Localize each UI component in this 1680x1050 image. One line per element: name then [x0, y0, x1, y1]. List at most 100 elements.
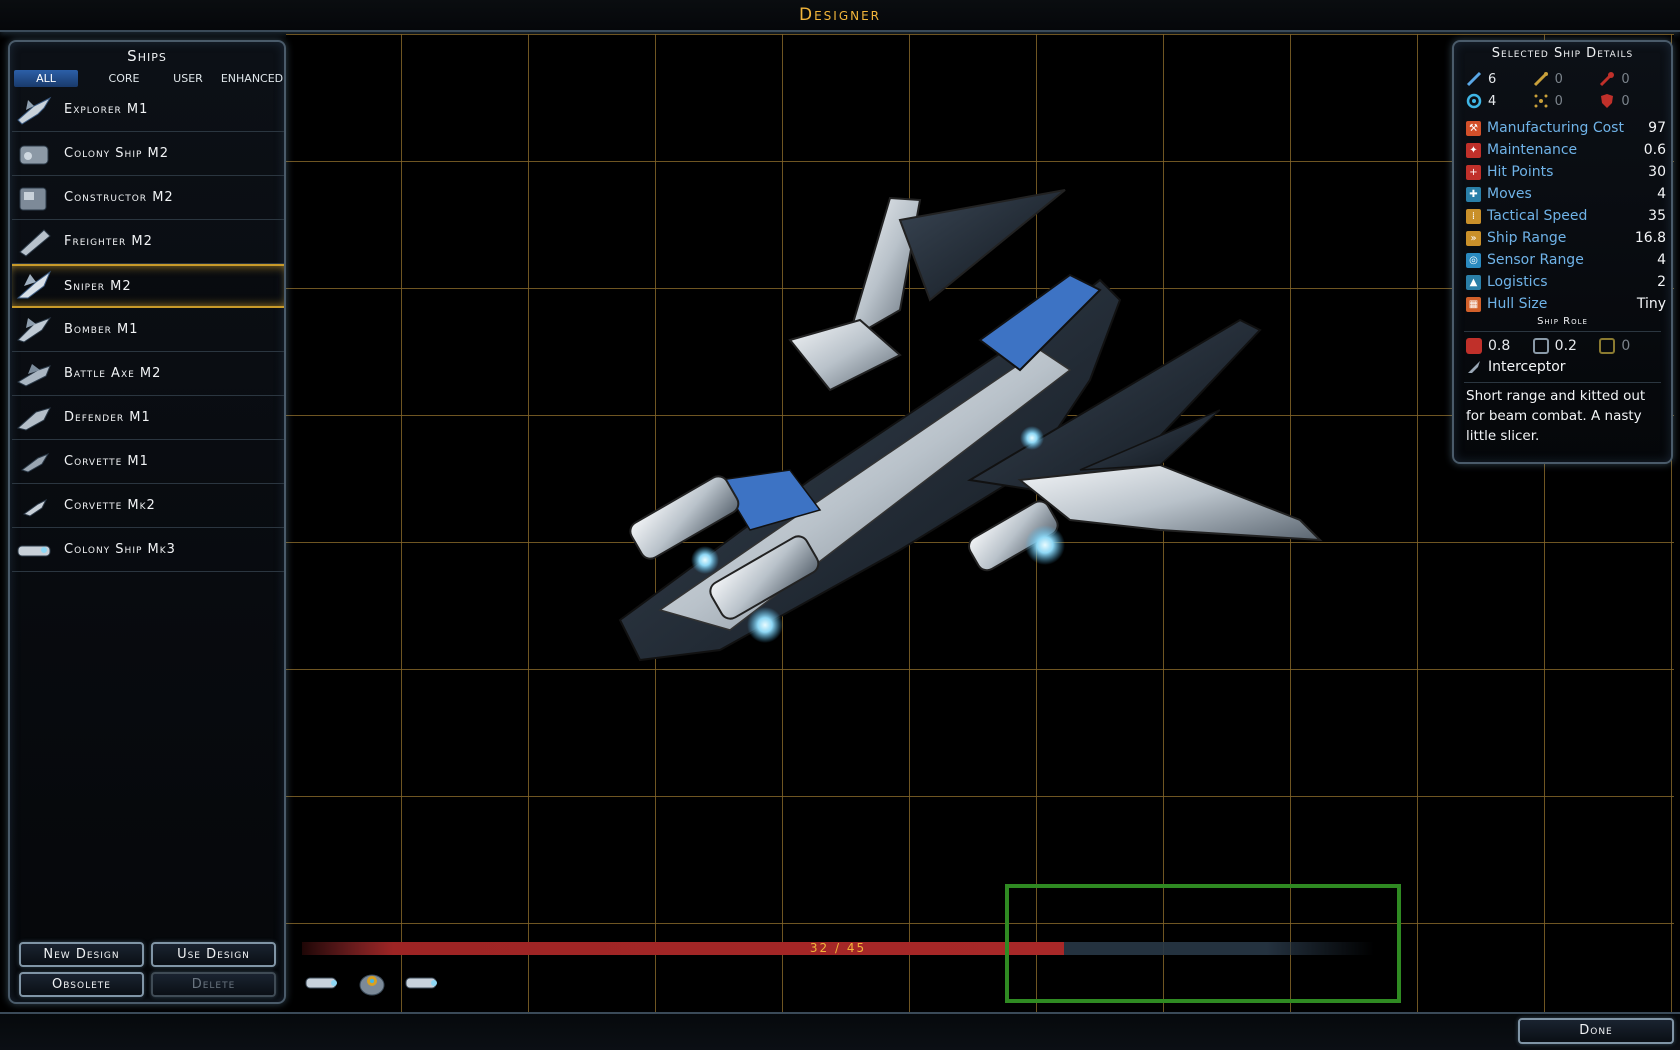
- wrench-icon: ✦: [1466, 142, 1481, 158]
- ship-name: Corvette M1: [64, 454, 149, 469]
- design-grid[interactable]: [286, 34, 1674, 1012]
- ship-list-item[interactable]: Corvette Mk2: [12, 484, 284, 528]
- moves-icon: ✚: [1466, 186, 1481, 202]
- armor-defense-icon: [1601, 94, 1614, 108]
- kinetic-weapon-icon: [1533, 72, 1548, 87]
- stat-maintenance: ✦ Maintenance 0.6: [1466, 139, 1666, 161]
- ship-list-item[interactable]: Constructor M2: [12, 176, 284, 220]
- ships-panel: Ships ALL CORE USER ENHANCED Explorer M1…: [8, 40, 286, 1004]
- kinetic-weapon-stat: 0: [1533, 71, 1600, 87]
- beam-module-icon[interactable]: [302, 968, 342, 998]
- ship-list-item[interactable]: Battle Axe M2: [12, 352, 284, 396]
- ship-thumbnail-icon: [16, 406, 51, 431]
- weapon-summary: 6 0 0 4 0 0: [1466, 68, 1666, 112]
- ship-role-values: 0.8 0.2 0: [1466, 338, 1666, 354]
- component-drop-zone[interactable]: [1005, 884, 1401, 1003]
- delete-button[interactable]: Delete: [151, 972, 276, 997]
- hull-icon: ▦: [1466, 296, 1481, 312]
- speed-icon: ⁞: [1466, 208, 1481, 224]
- ship-thumbnail-icon: [19, 228, 51, 257]
- health-icon: +: [1466, 164, 1481, 180]
- shield-defense-icon: [1466, 93, 1482, 109]
- ship-name: Sniper M2: [64, 278, 132, 294]
- shield-defense-stat: 4: [1466, 93, 1533, 109]
- attack-role-icon: [1466, 338, 1482, 354]
- defense-role-stat: 0: [1599, 338, 1666, 354]
- ship-list-item[interactable]: Freighter M2: [12, 220, 284, 264]
- ship-name: Bomber M1: [64, 322, 139, 337]
- filter-tab-core[interactable]: CORE: [108, 72, 140, 85]
- ship-list-item[interactable]: Colony Ship Mk3: [12, 528, 284, 572]
- missile-weapon-icon: [1600, 72, 1615, 87]
- filter-tab-enhanced[interactable]: ENHANCED: [220, 72, 284, 85]
- attack-role-stat: 0.8: [1466, 338, 1533, 354]
- ship-thumbnail-icon: [17, 316, 52, 343]
- ship-list-item[interactable]: Corvette M1: [12, 440, 284, 484]
- ship-stats-list: ⚒ Manufacturing Cost 97 ✦ Maintenance 0.…: [1466, 117, 1666, 315]
- missile-weapon-stat: 0: [1599, 71, 1666, 87]
- hammer-icon: ⚒: [1466, 120, 1481, 136]
- filter-tab-all[interactable]: ALL: [14, 70, 78, 87]
- defense-role-icon: [1599, 338, 1616, 354]
- divider: [1464, 331, 1661, 332]
- title-bar: Designer: [0, 0, 1680, 32]
- ship-thumbnail-icon: [16, 270, 52, 299]
- installed-components: [302, 968, 442, 998]
- stat-logistics: ▲ Logistics 2: [1466, 271, 1666, 293]
- support-role-icon: [1532, 338, 1549, 354]
- point-defense-stat: 0: [1533, 93, 1600, 109]
- sensor-icon: ◎: [1466, 252, 1481, 268]
- ship-description: Short range and kitted out for beam comb…: [1466, 388, 1646, 444]
- armor-defense-stat: 0: [1599, 93, 1666, 109]
- ship-role-type: Interceptor: [1466, 359, 1566, 375]
- ship-list-item[interactable]: Defender M1: [12, 396, 284, 440]
- ship-list-item-selected[interactable]: Sniper M2: [12, 264, 284, 308]
- selected-ship-details-panel: Selected Ship Details 6 0 0 4 0: [1452, 40, 1673, 464]
- hull-capacity-bar: 32 / 45: [302, 941, 1374, 955]
- done-button[interactable]: Done: [1518, 1018, 1674, 1044]
- details-panel-title: Selected Ship Details: [1491, 46, 1634, 61]
- ship-name: Constructor M2: [64, 190, 174, 205]
- ship-list: Explorer M1 Colony Ship M2 Constructor M…: [12, 88, 284, 572]
- ship-name: Defender M1: [64, 410, 151, 425]
- stat-manufacturing-cost: ⚒ Manufacturing Cost 97: [1466, 117, 1666, 139]
- hull-capacity-fill: [302, 942, 1065, 955]
- use-design-button[interactable]: Use Design: [151, 942, 276, 967]
- ship-thumbnail-icon: [17, 96, 52, 125]
- ship-thumbnail-icon: [17, 545, 51, 556]
- point-defense-icon: [1534, 94, 1548, 108]
- bottom-bar: [0, 1012, 1680, 1050]
- shield-module-icon[interactable]: [352, 968, 392, 998]
- stat-tactical-speed: ⁞ Tactical Speed 35: [1466, 205, 1666, 227]
- ship-name: Corvette Mk2: [64, 498, 156, 513]
- ship-list-item[interactable]: Colony Ship M2: [12, 132, 284, 176]
- stat-moves: ✚ Moves 4: [1466, 183, 1666, 205]
- ship-thumbnail-icon: [19, 187, 47, 210]
- window-title: Designer: [798, 5, 882, 25]
- hull-capacity-label: 32 / 45: [809, 941, 867, 955]
- beam-weapon-icon: [1466, 71, 1482, 87]
- logistics-icon: ▲: [1466, 274, 1481, 290]
- ship-thumbnail-icon: [16, 363, 51, 387]
- filter-tab-user[interactable]: USER: [173, 72, 203, 85]
- new-design-button[interactable]: New Design: [19, 942, 144, 967]
- beam-weapon-stat: 6: [1466, 71, 1533, 87]
- support-role-stat: 0.2: [1532, 338, 1600, 354]
- ship-name: Explorer M1: [64, 102, 149, 117]
- ship-name: Battle Axe M2: [64, 366, 162, 381]
- ship-thumbnail-icon: [22, 498, 48, 517]
- stat-ship-range: » Ship Range 16.8: [1466, 227, 1666, 249]
- stat-sensor-range: ◎ Sensor Range 4: [1466, 249, 1666, 271]
- beam-module-icon[interactable]: [402, 968, 442, 998]
- ship-name: Colony Ship M2: [64, 146, 170, 161]
- divider: [1464, 382, 1661, 383]
- ship-list-item[interactable]: Explorer M1: [12, 88, 284, 132]
- ship-list-item[interactable]: Bomber M1: [12, 308, 284, 352]
- range-icon: »: [1466, 230, 1481, 246]
- stat-hit-points: + Hit Points 30: [1466, 161, 1666, 183]
- ships-panel-title: Ships: [127, 47, 167, 65]
- stat-hull-size: ▦ Hull Size Tiny: [1466, 293, 1666, 315]
- ship-model-render[interactable]: [600, 180, 1360, 710]
- obsolete-button[interactable]: Obsolete: [19, 972, 144, 997]
- ship-name: Colony Ship Mk3: [64, 542, 176, 557]
